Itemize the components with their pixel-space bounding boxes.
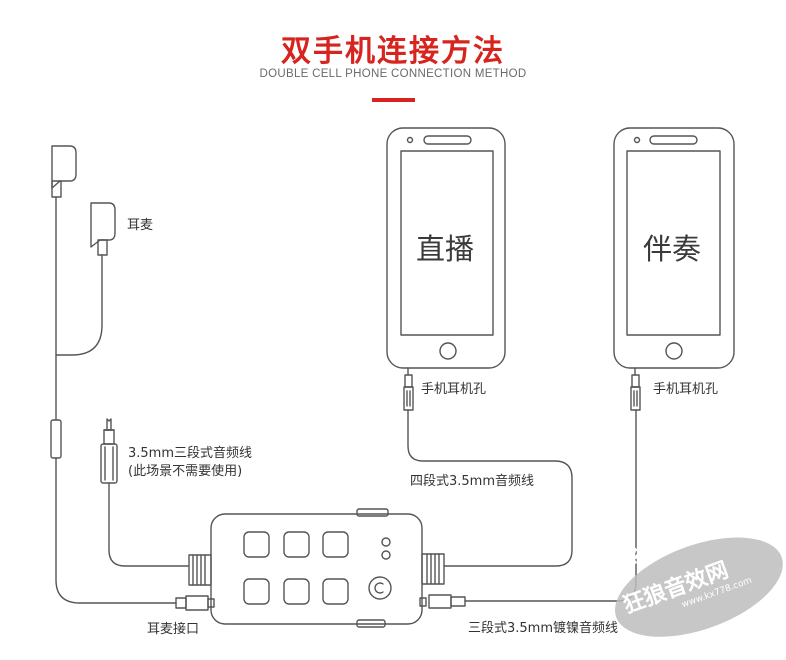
earbud-icon (51, 145, 77, 201)
page-title: 双手机连接方法 (281, 34, 505, 69)
speaker-slot (649, 135, 698, 145)
phone-screen-label: 直播 (416, 232, 475, 266)
earphone-plug-icon (175, 595, 209, 611)
phone-port-label: 手机耳机孔 (653, 382, 719, 397)
cable-4seg-label: 四段式3.5mm音频线 (410, 474, 535, 489)
phone-accompaniment (613, 127, 735, 369)
sound-card-device (188, 508, 445, 628)
page-subtitle: DOUBLE CELL PHONE CONNECTION METHOD (259, 68, 527, 80)
indicator-light (381, 537, 391, 547)
inline-mic-icon (50, 419, 62, 459)
pad-button[interactable] (243, 578, 270, 605)
device-plug-icon (428, 594, 466, 609)
home-button[interactable] (439, 342, 457, 360)
indicator-light (381, 550, 391, 560)
pad-button[interactable] (322, 578, 349, 605)
phone-port-label: 手机耳机孔 (421, 382, 487, 397)
cable-4seg (407, 409, 573, 567)
audio-jack-icon (100, 418, 118, 484)
earphone-label: 耳麦 (127, 218, 154, 233)
title-underline (372, 98, 415, 102)
camera-dot (406, 136, 414, 144)
watermark-badge (614, 537, 783, 637)
power-button[interactable] (368, 576, 392, 600)
phone-screen-label: 伴奏 (643, 232, 702, 266)
phone-live (386, 127, 506, 369)
earbud-icon (90, 202, 116, 256)
pad-button[interactable] (283, 531, 310, 558)
phone2-plug-icon (630, 367, 641, 411)
phone1-plug-icon (403, 367, 414, 411)
earphone-cord (55, 254, 103, 356)
pad-button[interactable] (283, 578, 310, 605)
pad-button[interactable] (243, 531, 270, 558)
pad-button[interactable] (322, 531, 349, 558)
speaker-slot (423, 135, 472, 145)
home-button[interactable] (665, 342, 683, 360)
cable-nickel-label: 三段式3.5mm镀镍音频线 (468, 621, 619, 636)
cable-3seg-label: 3.5mm三段式音频线 (128, 446, 253, 461)
power-icon (374, 582, 384, 594)
camera-dot (633, 136, 641, 144)
cable-3seg (108, 482, 189, 567)
earphone-cord (55, 457, 177, 604)
earphone-port-label: 耳麦接口 (147, 622, 200, 637)
cable-3seg-note: (此场景不需要使用) (128, 464, 243, 479)
